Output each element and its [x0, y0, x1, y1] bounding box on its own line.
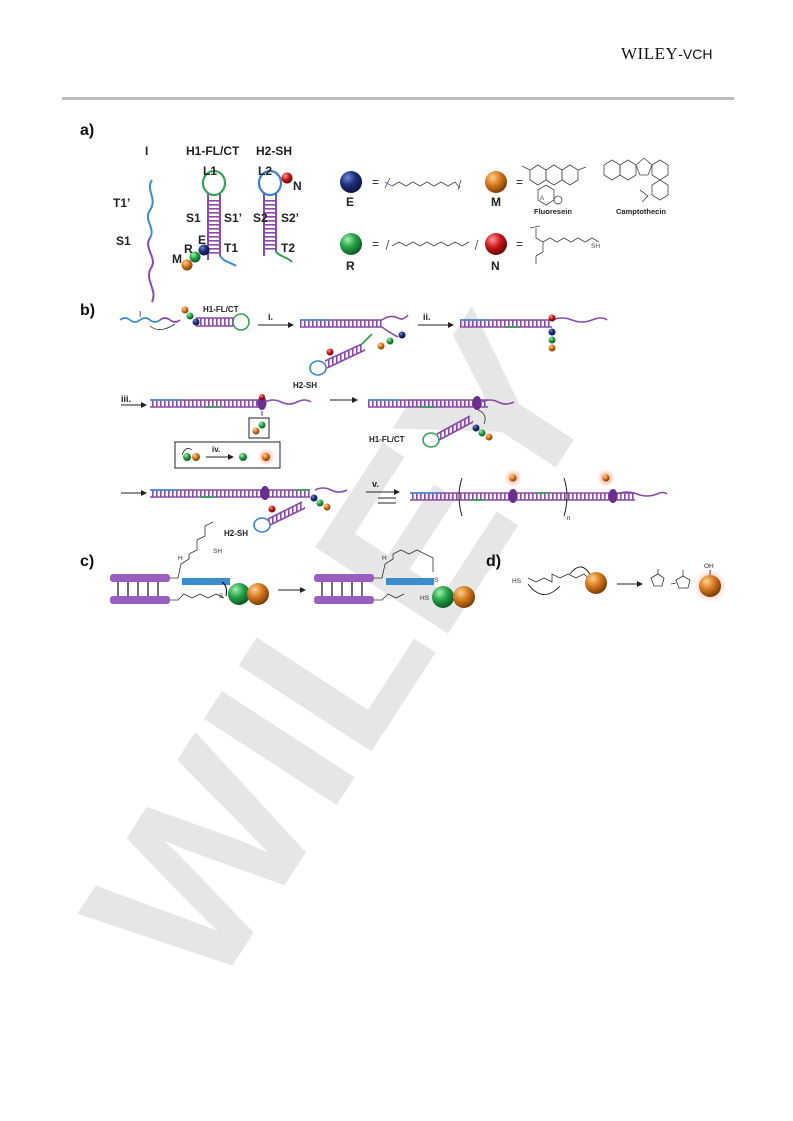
- hairpin-H2: [257, 169, 293, 263]
- label-R: R: [184, 242, 193, 256]
- label-M: M: [172, 252, 182, 266]
- camptothecin-structure: [603, 157, 669, 203]
- row2-complex-2: [368, 396, 515, 425]
- step-i-label: i.: [268, 312, 273, 322]
- c-right-hs: HS: [420, 595, 430, 602]
- legend-M-eq: =: [516, 175, 523, 189]
- label-T2: T2: [281, 241, 295, 255]
- row2-H1: [422, 415, 493, 448]
- panel-a-label: a): [80, 122, 94, 139]
- row2-H1-label: H1-FL/CT: [369, 435, 405, 444]
- label-S2: S2: [253, 211, 268, 225]
- label-S1-prime: S1’: [224, 211, 242, 225]
- legend-E-linker: [384, 177, 462, 191]
- row1-complex-1: [300, 314, 409, 350]
- c-left-sh: SH: [213, 548, 222, 555]
- N-sphere: [281, 172, 293, 184]
- panel-c-label: c): [80, 553, 94, 570]
- fluoresein-structure: [521, 164, 587, 206]
- label-L2: L2: [258, 164, 272, 178]
- row3-complex: [150, 486, 348, 511]
- row1-H2-label: H2-SH: [293, 381, 317, 390]
- step-v-label: v.: [372, 479, 379, 489]
- camptothecin-caption: Camptothecin: [616, 207, 666, 216]
- row1-H1: [181, 306, 250, 331]
- legend-R-eq: =: [372, 237, 379, 251]
- legend-R-key: R: [346, 259, 355, 273]
- row2-complex-1: [150, 394, 312, 410]
- legend-N-sphere: [485, 233, 507, 255]
- step-iv-box: [174, 441, 281, 469]
- legend-N-eq: =: [516, 237, 523, 251]
- strand-I: [146, 179, 155, 303]
- label-S1: S1: [186, 211, 201, 225]
- label-E: E: [198, 233, 206, 247]
- d-oh: OH: [704, 563, 714, 570]
- row1-I-label: I: [139, 310, 141, 319]
- panel-c-reactant: [110, 521, 269, 605]
- legend-N-sh: SH: [591, 243, 600, 250]
- label-N: N: [293, 179, 302, 193]
- panel-b-label: b): [80, 302, 95, 319]
- hairpin-H2-title: H2-SH: [256, 144, 292, 158]
- c-left-s: S: [219, 593, 224, 600]
- label-T1-prime: T1’: [113, 196, 130, 210]
- fluoresein-caption: Fluoresein: [534, 207, 572, 216]
- polymer-product: [410, 469, 668, 517]
- publisher-logo: WILEY-VCH: [621, 44, 713, 63]
- step-iii-label: iii.: [121, 394, 131, 404]
- c-right-s: S: [434, 577, 439, 584]
- row1-H2: [309, 333, 373, 376]
- E-sphere: [198, 244, 210, 256]
- legend-M-sphere: [485, 171, 507, 193]
- released-box: [248, 417, 270, 439]
- panel-d-products: [650, 569, 727, 603]
- panel-c-product: [314, 549, 475, 608]
- row3-H2: [253, 501, 306, 533]
- strand-I-title: I: [145, 144, 148, 158]
- step-iv-label: iv.: [212, 445, 220, 454]
- label-S2-prime: S2’: [281, 211, 299, 225]
- label-T1: T1: [224, 241, 238, 255]
- legend-E-sphere: [340, 171, 362, 193]
- legend-R-linker: [385, 239, 479, 251]
- c-right-nh: H: [382, 555, 387, 562]
- c-left-nh: H: [178, 555, 183, 562]
- label-S1-left: S1: [116, 234, 131, 248]
- header-rule: [62, 97, 734, 100]
- panel-d-label: d): [486, 553, 501, 570]
- R-sphere: [189, 251, 201, 263]
- hairpin-H1-title: H1-FL/CT: [186, 144, 240, 158]
- legend: E = R = M = A Fluoresein: [340, 157, 669, 273]
- legend-N-key: N: [491, 259, 500, 273]
- row1-complex-2: [460, 314, 608, 352]
- row1-strand-I: [119, 317, 181, 330]
- legend-R-sphere: [340, 233, 362, 255]
- M-sphere: [181, 259, 193, 271]
- row1-H1-label: H1-FL/CT: [203, 305, 239, 314]
- legend-N-linker: [529, 225, 600, 264]
- label-L1: L1: [203, 164, 217, 178]
- d-hs: HS: [512, 578, 522, 585]
- legend-E-eq: =: [372, 175, 379, 189]
- row3-H2-label: H2-SH: [224, 529, 248, 538]
- legend-M-key: M: [491, 195, 501, 209]
- legend-E-key: E: [346, 195, 354, 209]
- repeat-n: n: [567, 516, 570, 522]
- panel-d-reactant: [527, 566, 607, 595]
- ring-A-label: A: [540, 196, 544, 202]
- step-ii-label: ii.: [423, 312, 431, 322]
